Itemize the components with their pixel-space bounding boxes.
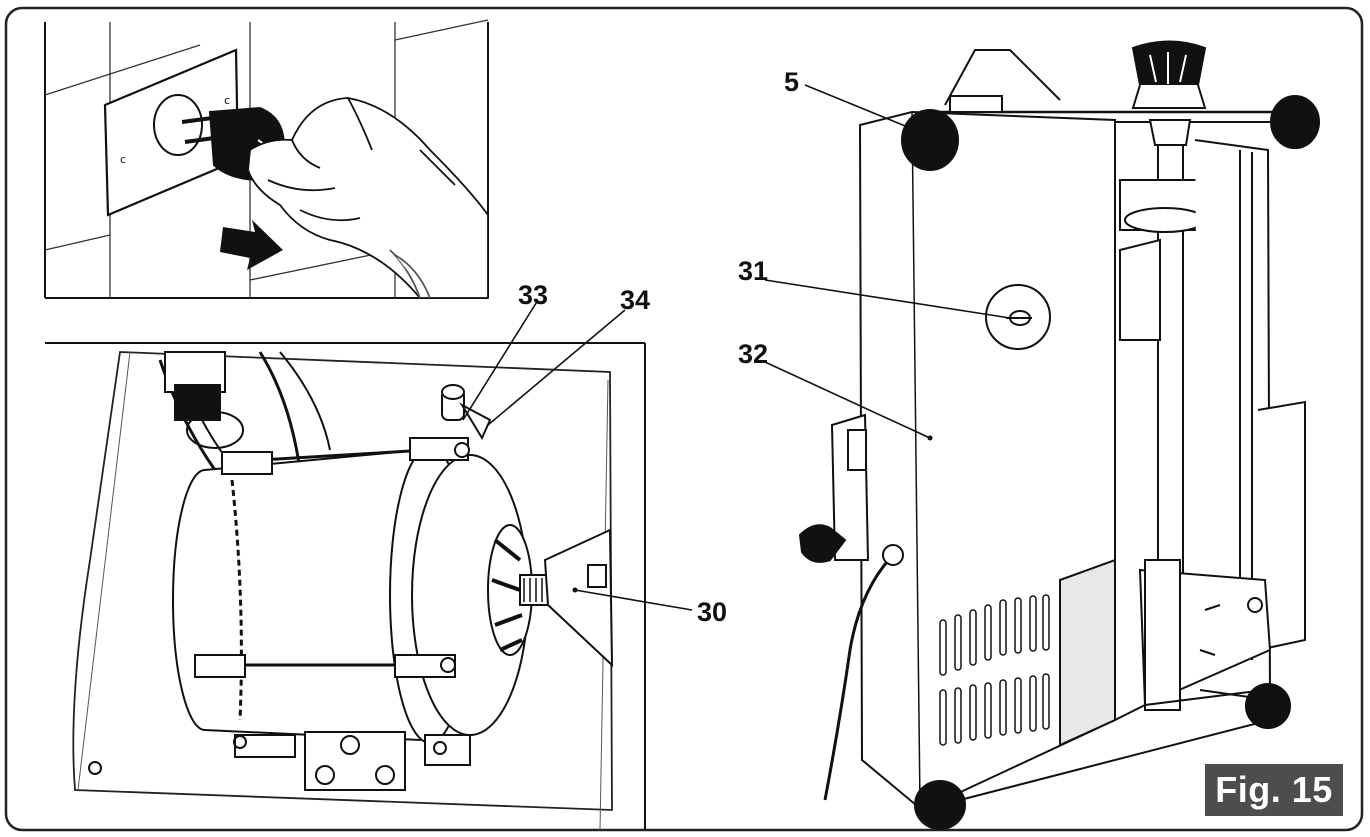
callout-5: 5: [784, 67, 800, 97]
callout-31: 31: [738, 256, 769, 286]
leader-lines: [462, 84, 1011, 611]
electric-motor: [172, 437, 549, 791]
wall-socket: c c: [103, 48, 240, 217]
motor-terminal: [441, 384, 492, 441]
motor-pulley-housing: [543, 528, 614, 668]
rubber-foot: [901, 95, 1320, 830]
power-cable: [823, 553, 895, 801]
callout-30: 30: [697, 597, 728, 627]
side-knob: [798, 524, 847, 563]
appliance-rear-view: [798, 40, 1320, 830]
vent-slots: [939, 594, 1050, 746]
pull-direction-arrow: [220, 220, 283, 270]
figure-label-badge: Fig. 15: [1205, 764, 1343, 816]
svg-text:c: c: [224, 94, 230, 107]
hand: [247, 97, 489, 299]
leader-dots: [572, 435, 933, 593]
svg-text:c: c: [120, 153, 126, 166]
callout-33: 33: [518, 280, 549, 310]
callout-34: 34: [620, 285, 651, 315]
motor-inset: [45, 342, 646, 831]
callout-32: 32: [738, 339, 769, 369]
top-knob: [1131, 40, 1207, 109]
unplug-inset: c c: [44, 19, 489, 299]
wiring-harness: [158, 351, 331, 471]
